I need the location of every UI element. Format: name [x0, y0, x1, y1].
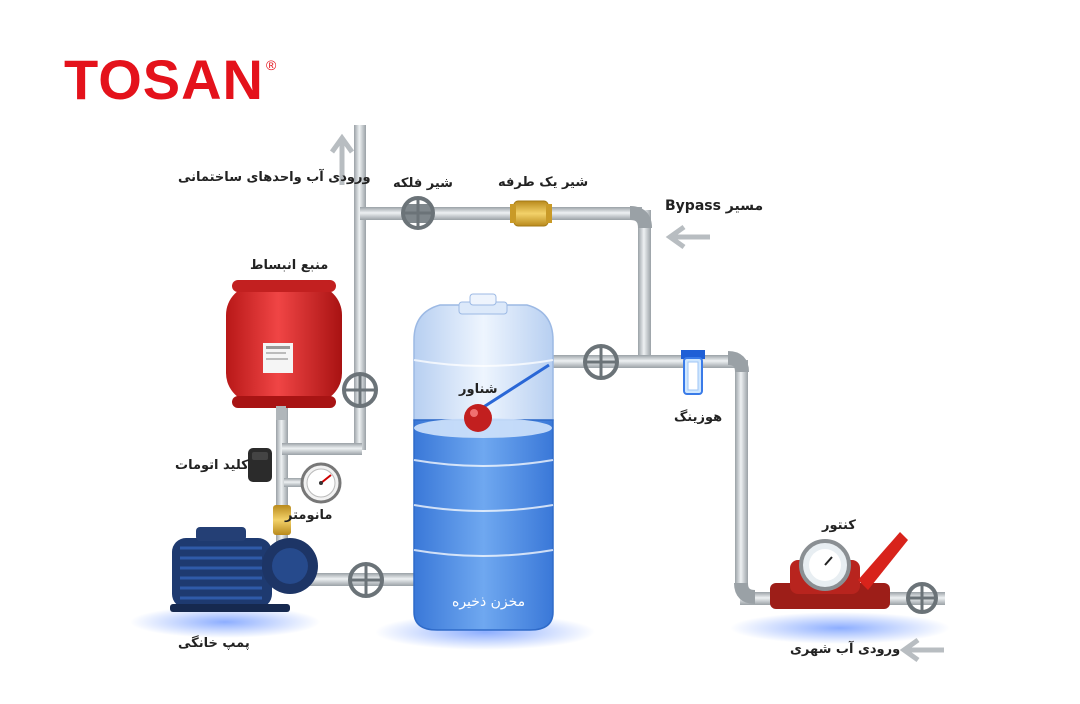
label-city-inlet: ورودی آب شهری — [790, 642, 901, 657]
left-arrow — [665, 224, 710, 250]
floor-glow — [730, 612, 950, 644]
gate-valve-city[interactable] — [906, 582, 938, 614]
brand-logo: TOSAN® — [64, 48, 278, 111]
riser-pipe — [354, 125, 366, 450]
label-expansion-tank: منبع انبساط — [250, 258, 329, 273]
water-meter — [770, 532, 908, 609]
label-pressure-gauge: مانومتر — [285, 508, 333, 523]
label-check-valve: شیر یک طرفه — [498, 175, 589, 190]
bypass-pipe — [638, 210, 651, 360]
gate-valve-suction[interactable] — [348, 562, 384, 598]
expansion-tank — [226, 280, 342, 420]
gate-valve-riser[interactable] — [342, 372, 378, 408]
tank-outlet-pipe — [550, 355, 740, 368]
label-bypass: مسیر Bypass — [665, 198, 764, 214]
up-arrow — [329, 133, 355, 185]
label-pressure-switch: کلید اتومات — [175, 458, 249, 473]
check-valve[interactable] — [510, 200, 552, 227]
label-water-filter: هوزینگ — [674, 410, 723, 425]
gate-valve-top[interactable] — [401, 196, 435, 230]
gate-valve-tank-outlet[interactable] — [583, 344, 619, 380]
label-storage-tank: مخزن ذخیره — [452, 594, 526, 610]
elbow — [629, 206, 652, 229]
home-pump — [170, 527, 318, 612]
riser-connector-pipe — [282, 443, 362, 455]
label-home-pump: پمپ خانگی — [178, 636, 250, 651]
brass-fitting — [273, 505, 291, 535]
floor-glow — [130, 606, 320, 638]
elbow — [727, 351, 749, 373]
elbow — [734, 582, 756, 604]
gauge-stub-pipe — [284, 478, 310, 487]
pressure-switch — [248, 448, 272, 482]
storage-tank — [413, 293, 554, 631]
water-filter — [681, 350, 705, 395]
label-building-inlet: ورودی آب واحدهای ساختمانی — [178, 170, 371, 185]
label-float: شناور — [459, 382, 498, 397]
meter-down-pipe — [735, 360, 748, 590]
label-water-meter: کنتور — [822, 518, 856, 533]
label-gate-valve: شیر فلکه — [393, 176, 453, 191]
left-arrow — [899, 637, 944, 663]
pressure-gauge — [300, 462, 342, 504]
